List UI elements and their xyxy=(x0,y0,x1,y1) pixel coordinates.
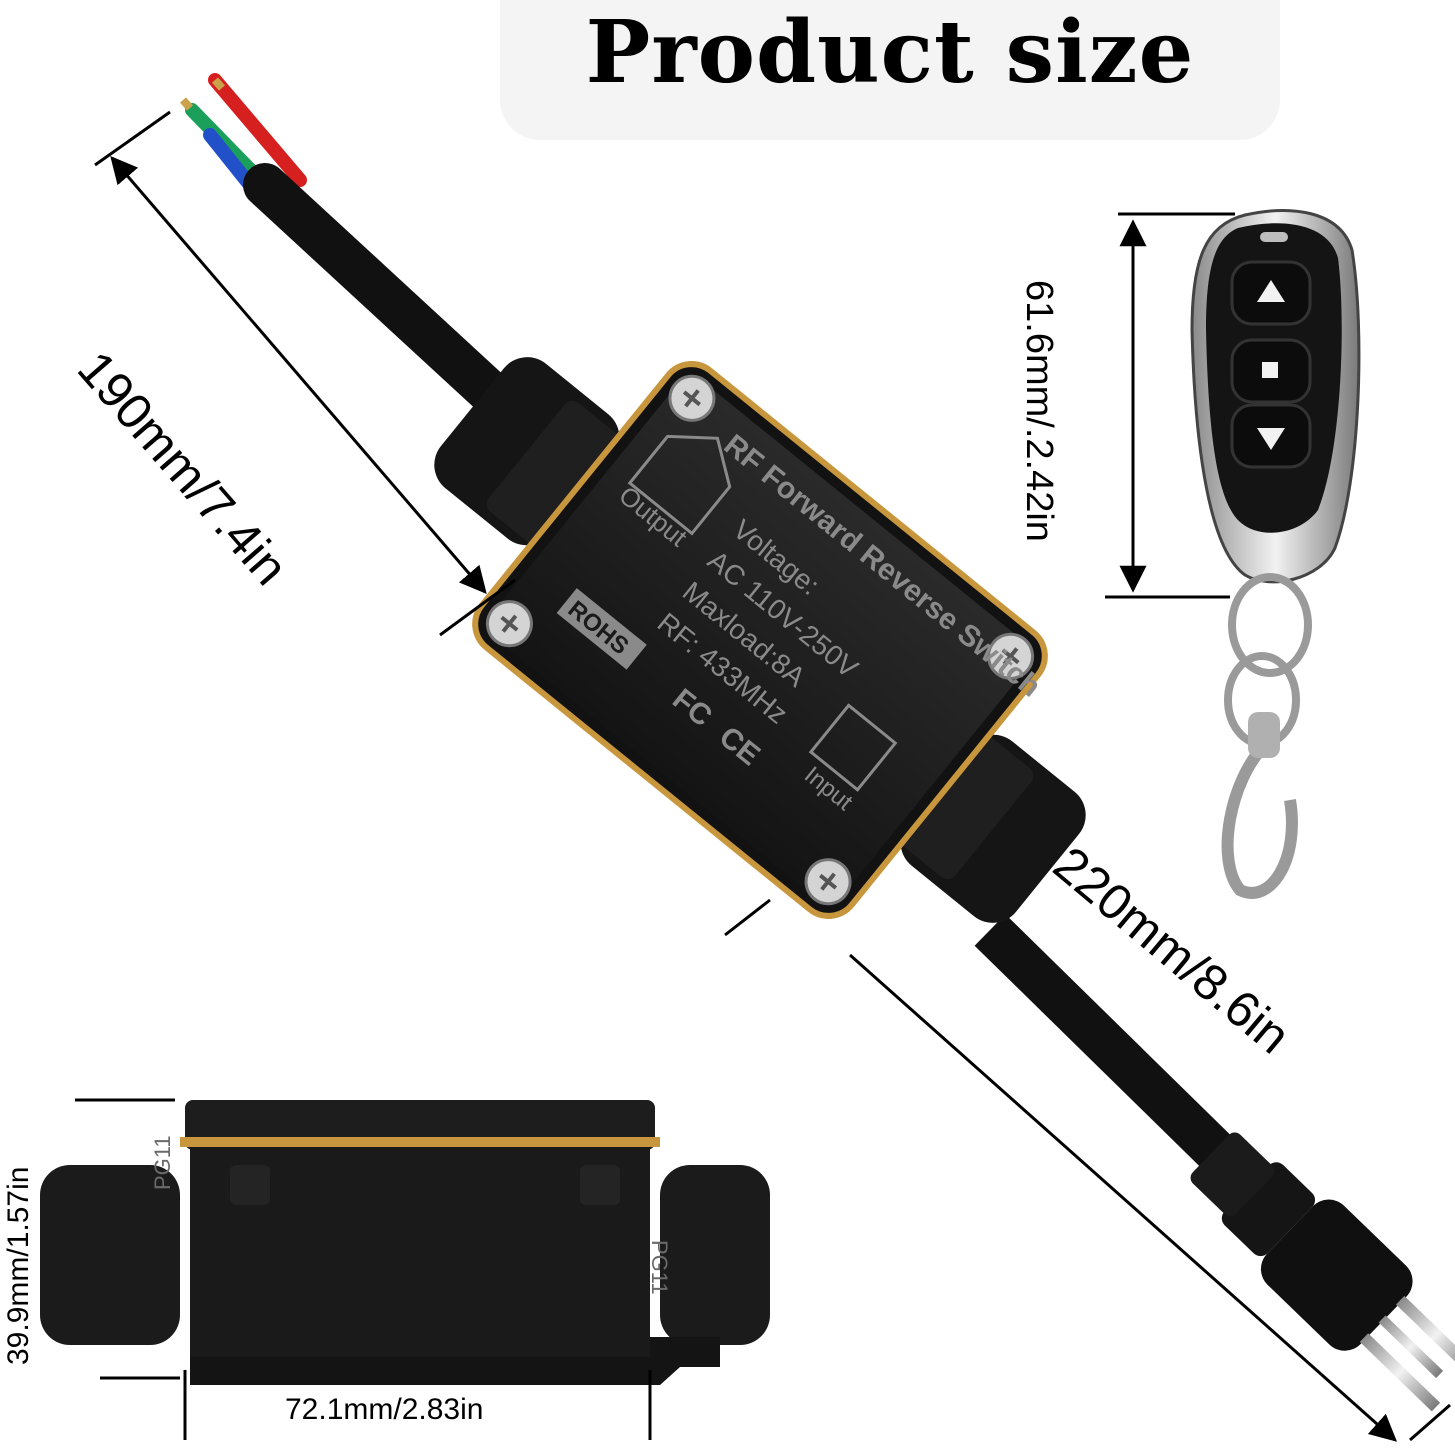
remote-height-label: 61.6mm/.2.42in xyxy=(1018,280,1060,542)
remote-control xyxy=(1190,209,1361,899)
title-backdrop xyxy=(500,0,1280,140)
page-title: Product size xyxy=(585,2,1195,103)
stop-square-icon xyxy=(1262,362,1278,378)
power-plug xyxy=(1190,1132,1455,1412)
gland-label-left: PG11 xyxy=(150,1135,175,1190)
input-cable-dimension xyxy=(94,110,516,637)
gland-label-right: PG11 xyxy=(647,1240,672,1295)
box-height-dimension xyxy=(75,1098,180,1380)
switch-box: RF Forward Reverse Switch Voltage: AC 11… xyxy=(434,357,1086,923)
up-arrow-icon xyxy=(1257,280,1285,302)
input-cable xyxy=(243,163,542,442)
box-width-label: 72.1mm/2.83in xyxy=(285,1393,484,1426)
box-side-view xyxy=(40,1100,770,1385)
output-cable-dimension xyxy=(724,898,1451,1442)
remote-dimension xyxy=(1105,212,1235,599)
output-cable xyxy=(974,914,1261,1196)
box-height-label: 39.9mm/1.57in xyxy=(2,1166,35,1365)
down-arrow-icon xyxy=(1257,428,1285,450)
lid-screws xyxy=(485,374,1035,906)
box-width-dimension xyxy=(183,1370,652,1440)
